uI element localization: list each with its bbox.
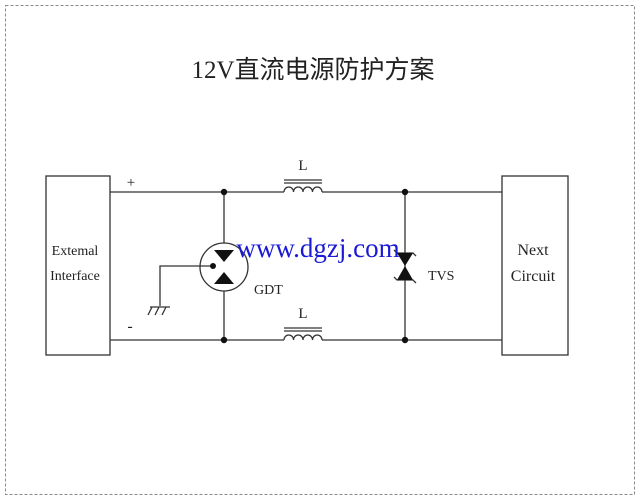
- junction-dot: [220, 188, 228, 196]
- right-box-line2: Circuit: [511, 268, 556, 285]
- gdt-electrode-bottom: [214, 272, 234, 284]
- ground-lead: [159, 265, 213, 306]
- junction-dot: [401, 336, 409, 344]
- plus-label: +: [127, 175, 135, 191]
- dashed-border: [5, 5, 635, 495]
- next-circuit-box: [501, 175, 569, 356]
- left-box-line1: Extemal: [52, 244, 99, 259]
- ground-icon: [147, 306, 170, 316]
- minus-label: -: [127, 318, 132, 335]
- watermark: www.dgzj.com: [236, 233, 399, 263]
- inductor-bottom-label: L: [298, 306, 307, 322]
- tvs-diode-icon: [397, 253, 413, 280]
- junction-dot: [220, 336, 228, 344]
- inductor-top-label: L: [298, 158, 307, 174]
- gdt-label: GDT: [254, 283, 283, 298]
- inductor-top: [283, 179, 323, 193]
- gdt-symbol: [199, 242, 249, 292]
- gdt-electrode-top: [214, 250, 234, 262]
- junction-dot: [401, 188, 409, 196]
- external-interface-box: [45, 175, 111, 356]
- left-box-line2: Interface: [50, 269, 100, 284]
- tvs-label: TVS: [428, 269, 454, 284]
- right-box-line1: Next: [517, 242, 549, 259]
- diagram-title: 12V直流电源防护方案: [191, 56, 434, 84]
- inductor-bottom: [283, 327, 323, 341]
- gdt-node: [210, 263, 216, 269]
